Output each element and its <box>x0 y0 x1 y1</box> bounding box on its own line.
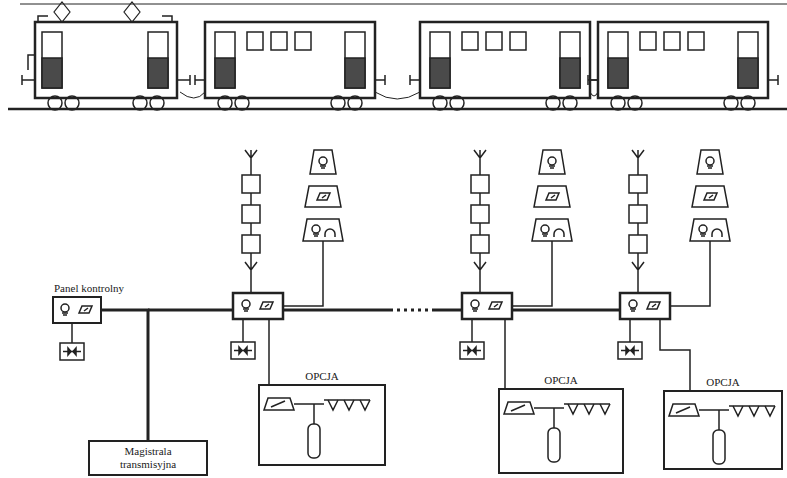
option-box: OPCJA <box>498 388 624 474</box>
option-box: OPCJA <box>663 390 783 470</box>
box-heading: OPCJA <box>305 370 339 383</box>
box-heading: OPCJA <box>544 374 578 387</box>
option-box: OPCJA <box>258 384 386 466</box>
control-panel: Panel kontrolny <box>52 296 102 324</box>
bus-connector <box>102 310 148 440</box>
box-heading: Panel kontrolny <box>54 282 124 295</box>
box-label: Magistrala transmisyjna <box>106 445 190 471</box>
bus-box: Magistrala transmisyjna <box>88 440 208 476</box>
box-heading: OPCJA <box>706 376 740 389</box>
